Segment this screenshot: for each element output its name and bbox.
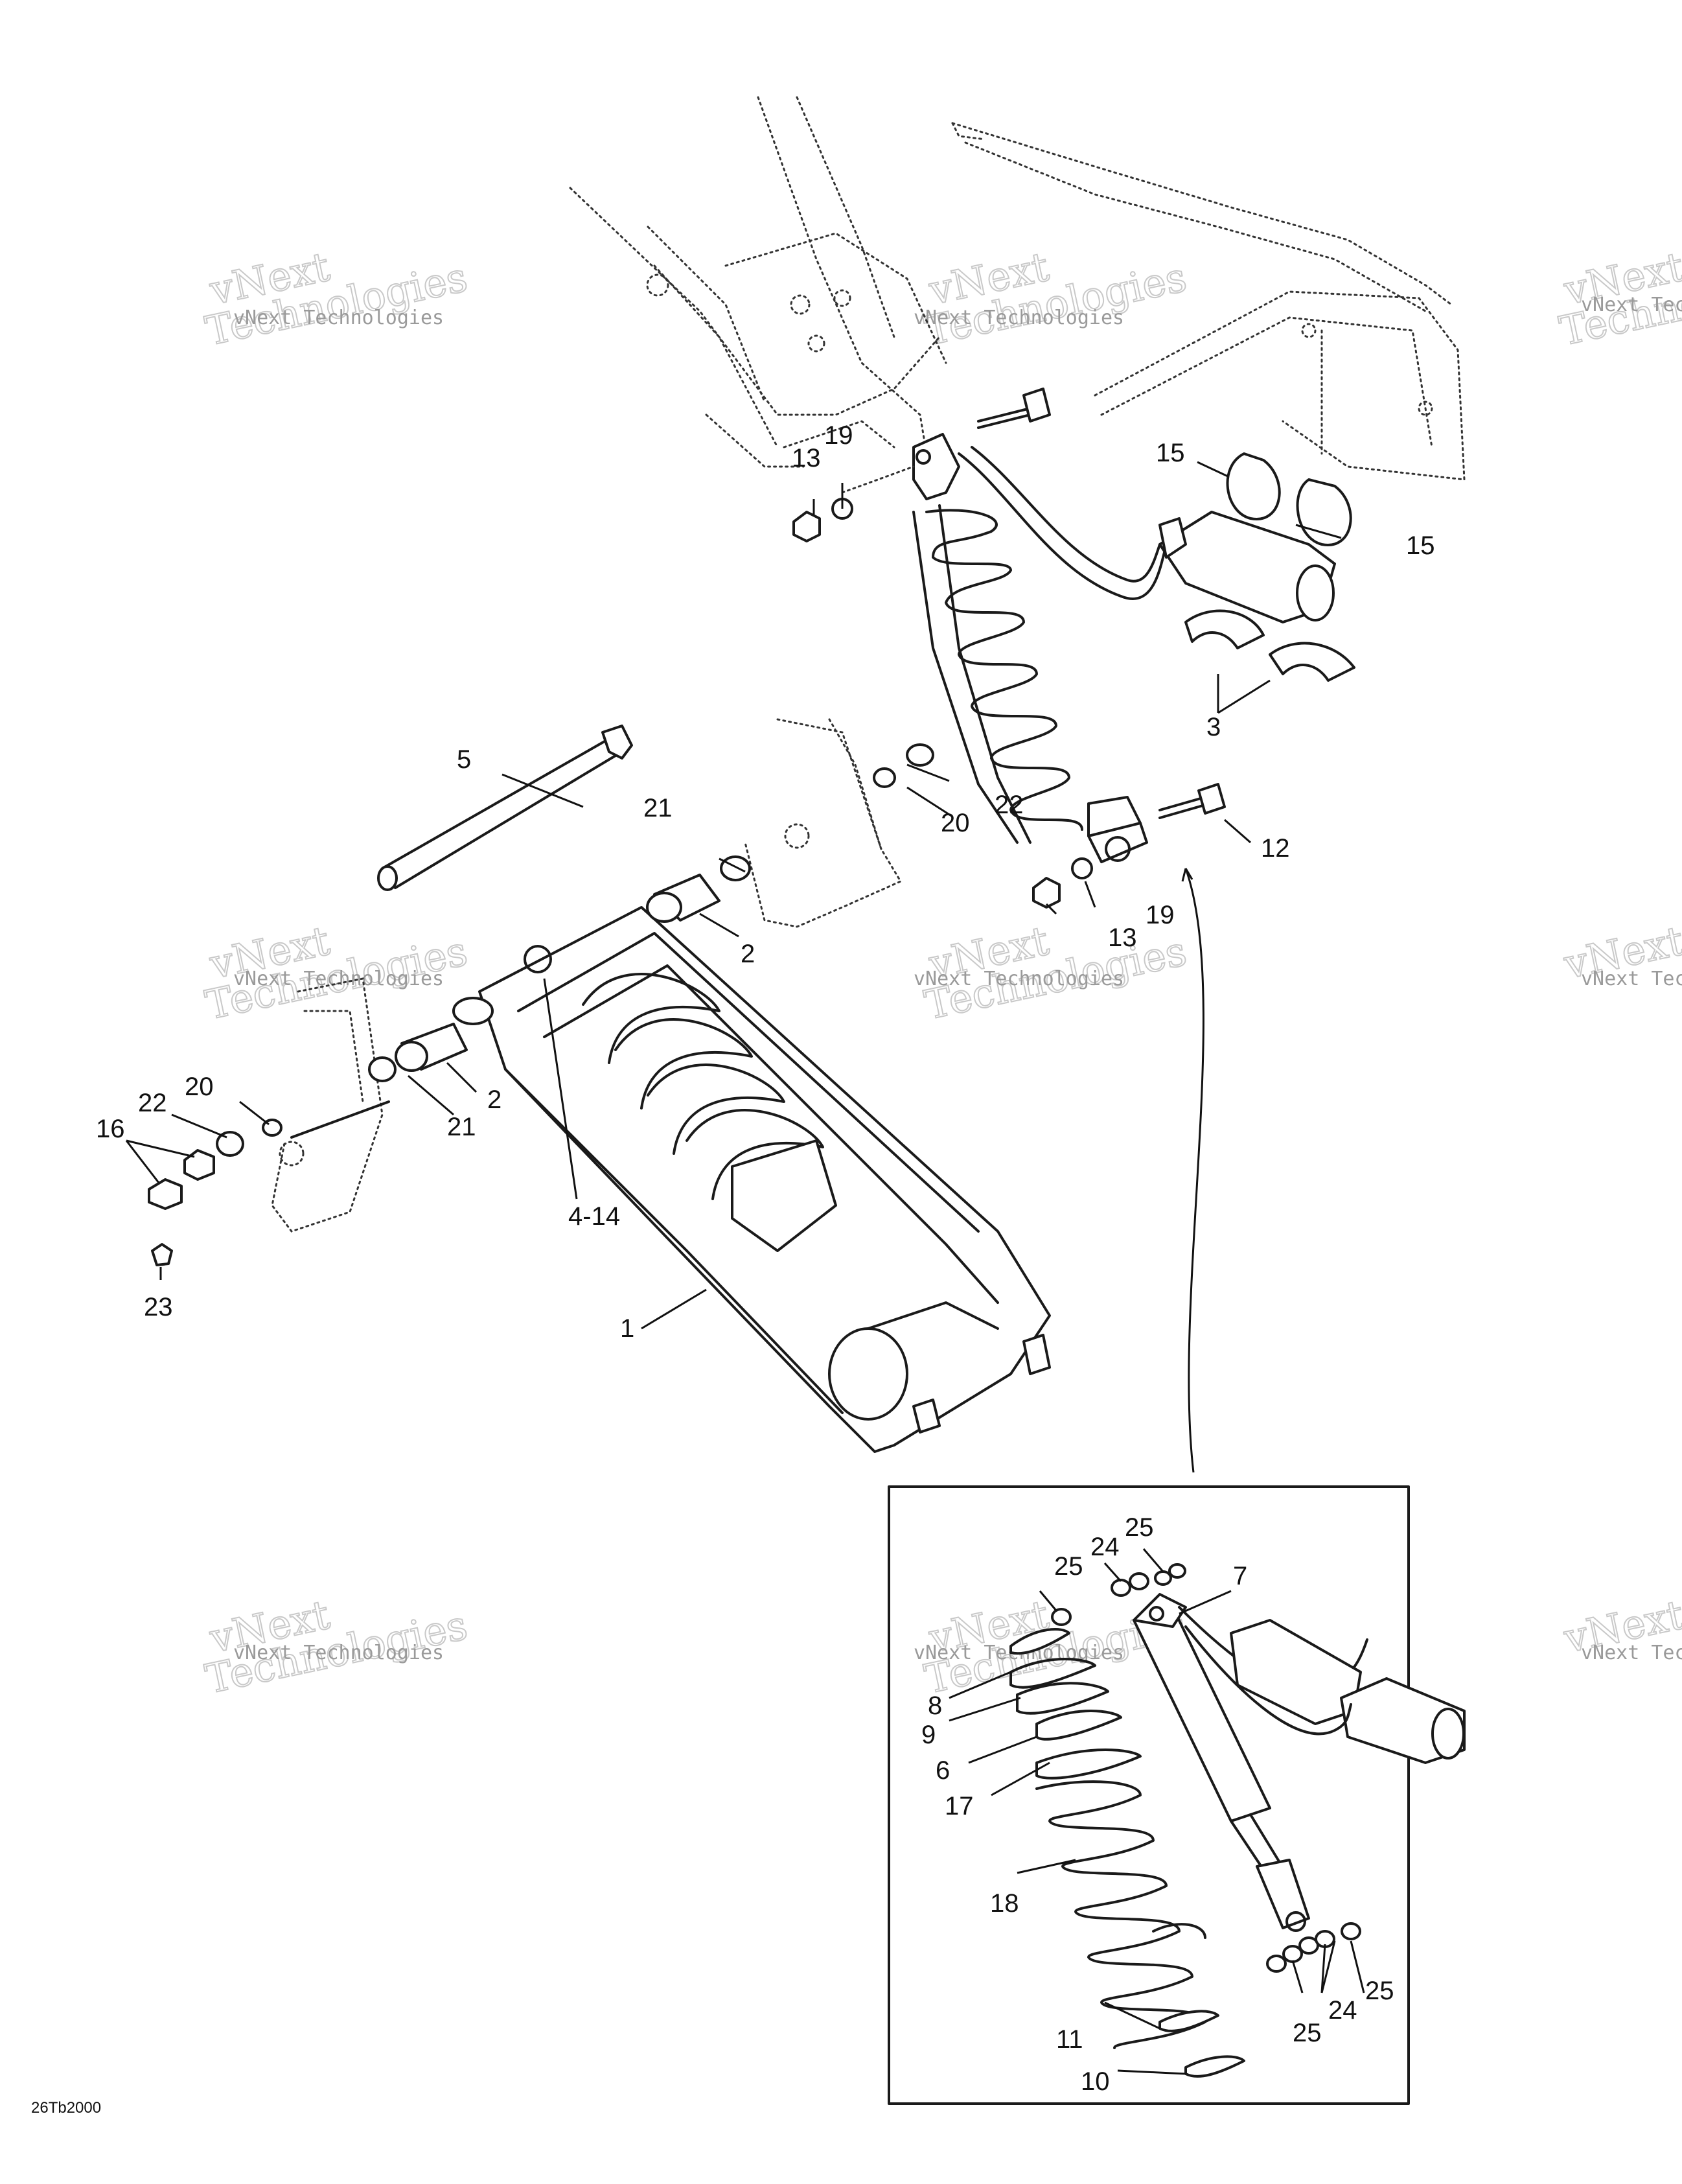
watermark-small: vNext Technologies xyxy=(233,968,444,990)
callout-20: 20 xyxy=(941,809,970,837)
callout-19: 19 xyxy=(1146,901,1175,929)
detail-lower-washers xyxy=(1266,1922,1361,1973)
callout-22: 22 xyxy=(995,791,1024,819)
leader-lines xyxy=(125,461,1365,2075)
nut xyxy=(1032,877,1061,909)
callout-20: 20 xyxy=(185,1073,214,1101)
callout-labels: 13 19 15 15 3 5 21 20 22 12 2 19 13 20 2… xyxy=(96,421,1435,2096)
callout-16: 16 xyxy=(96,1115,125,1143)
callout-11: 11 xyxy=(1056,2025,1083,2054)
detail-reservoir xyxy=(1184,1625,1466,1764)
drawing-number: 26Tb2000 xyxy=(31,2099,101,2117)
spring-retainer xyxy=(1158,2010,1219,2032)
callout-13: 13 xyxy=(1108,924,1137,952)
nut xyxy=(792,511,821,542)
callout-15: 15 xyxy=(1156,439,1185,467)
rubber-pad xyxy=(1269,642,1355,682)
watermark-small: vNext Technologies xyxy=(1581,1642,1682,1664)
watermark-small: vNext Technologies xyxy=(1581,968,1682,990)
watermark-small: vNext Technologies xyxy=(914,968,1124,990)
reservoir xyxy=(1158,511,1336,623)
axle-shaft xyxy=(377,725,633,891)
shock-absorber xyxy=(912,433,1355,863)
callout-7: 7 xyxy=(1233,1562,1247,1590)
rubber-pad xyxy=(1184,609,1265,649)
callout-23: 23 xyxy=(144,1293,173,1321)
callout-4-14: 4-14 xyxy=(568,1202,620,1231)
callout-5: 5 xyxy=(457,745,471,774)
upper-hardware xyxy=(792,388,1051,542)
frame-outline xyxy=(271,96,1466,1233)
callout-18: 18 xyxy=(990,1889,1019,1918)
clamp xyxy=(1226,452,1281,520)
callout-25: 25 xyxy=(1293,2019,1322,2047)
detail-upper-washers xyxy=(1051,1563,1186,1626)
callout-25: 25 xyxy=(1125,1513,1154,1542)
swing-arm xyxy=(452,906,1051,1453)
detail-spring-parts xyxy=(1009,1628,1142,1780)
watermark-small: vNext Technologies xyxy=(233,307,444,329)
watermark-small: vNext Technologies xyxy=(1581,294,1682,316)
watermark-small: vNext Technologies xyxy=(914,307,1124,329)
callout-1: 1 xyxy=(620,1314,634,1343)
left-pivot-hardware xyxy=(148,1023,468,1266)
callout-9: 9 xyxy=(921,1721,936,1749)
callout-6: 6 xyxy=(936,1756,950,1785)
callout-17: 17 xyxy=(945,1792,974,1820)
callout-13: 13 xyxy=(792,444,821,472)
callout-24: 24 xyxy=(1090,1533,1120,1561)
callout-24: 24 xyxy=(1328,1996,1357,2025)
right-pivot-hardware xyxy=(646,743,934,923)
callout-15: 15 xyxy=(1406,531,1435,560)
spring-retainer xyxy=(1184,2055,1245,2078)
watermark-small: vNext Technologies xyxy=(233,1642,444,1664)
callout-12: 12 xyxy=(1261,834,1290,863)
callout-25: 25 xyxy=(1365,1977,1394,2005)
clamp xyxy=(1296,478,1352,546)
washer xyxy=(1071,857,1093,879)
detail-spring xyxy=(1035,1780,1206,2049)
detail-box xyxy=(888,868,1466,2105)
callout-25: 25 xyxy=(1054,1552,1083,1581)
detail-shock-body xyxy=(1133,1593,1368,1932)
callout-22: 22 xyxy=(138,1089,167,1117)
nut xyxy=(183,1149,215,1181)
callout-21: 21 xyxy=(447,1113,476,1141)
callout-19: 19 xyxy=(824,421,853,450)
callout-10: 10 xyxy=(1081,2067,1110,2096)
lower-hardware xyxy=(1032,783,1226,909)
callout-21: 21 xyxy=(643,794,673,822)
cap xyxy=(151,1243,173,1266)
callout-2: 2 xyxy=(741,940,755,968)
nut xyxy=(148,1178,183,1210)
callout-2: 2 xyxy=(487,1086,501,1114)
callout-8: 8 xyxy=(928,1691,942,1720)
callout-3: 3 xyxy=(1206,713,1221,741)
shock-spring xyxy=(912,504,1083,844)
